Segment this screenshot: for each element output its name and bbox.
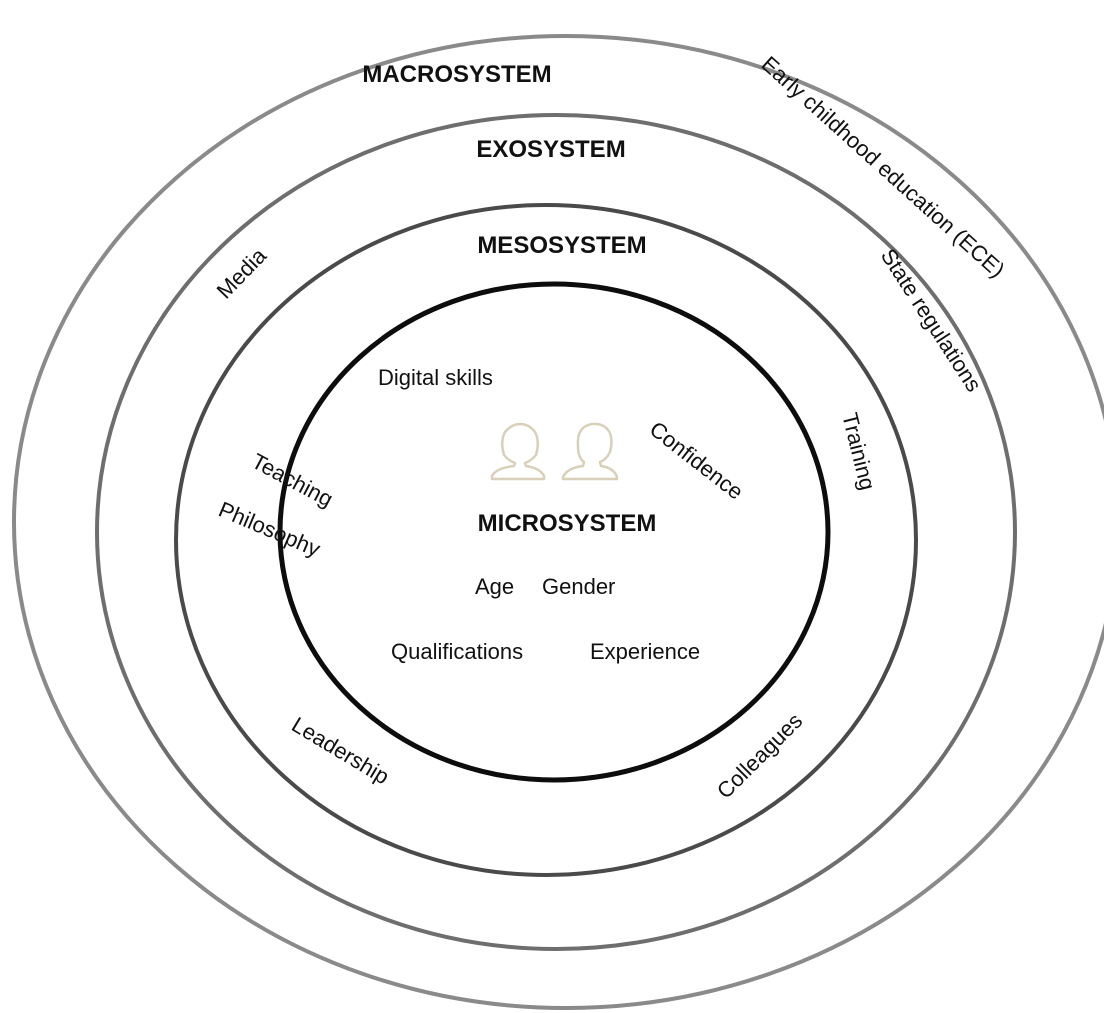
- mesosystem-label: MESOSYSTEM: [477, 232, 646, 259]
- male-person-icon: [561, 422, 619, 481]
- media-label: Media: [212, 242, 272, 303]
- qualifications-label: Qualifications: [391, 639, 523, 664]
- confidence-label: Confidence: [645, 416, 748, 504]
- state-regulations-label: State regulations: [876, 244, 987, 396]
- female-person-icon: [490, 422, 546, 481]
- gender-label: Gender: [542, 574, 615, 599]
- macrosystem-label: MACROSYSTEM: [362, 61, 551, 88]
- ece-label: Early childhood education (ECE): [757, 51, 1010, 282]
- exosystem-label: EXOSYSTEM: [476, 136, 625, 163]
- macrosystem-ring: [12, 34, 1104, 1010]
- age-label: Age: [475, 574, 514, 599]
- microsystem-ring: [277, 281, 831, 783]
- microsystem-label: MICROSYSTEM: [478, 510, 657, 537]
- philosophy-label: Philosophy: [215, 497, 324, 562]
- mesosystem-ring: [174, 203, 918, 877]
- training-label: Training: [837, 410, 880, 492]
- digital-skills-label: Digital skills: [378, 365, 493, 390]
- exosystem-ring: [95, 113, 1017, 951]
- experience-label: Experience: [590, 639, 700, 664]
